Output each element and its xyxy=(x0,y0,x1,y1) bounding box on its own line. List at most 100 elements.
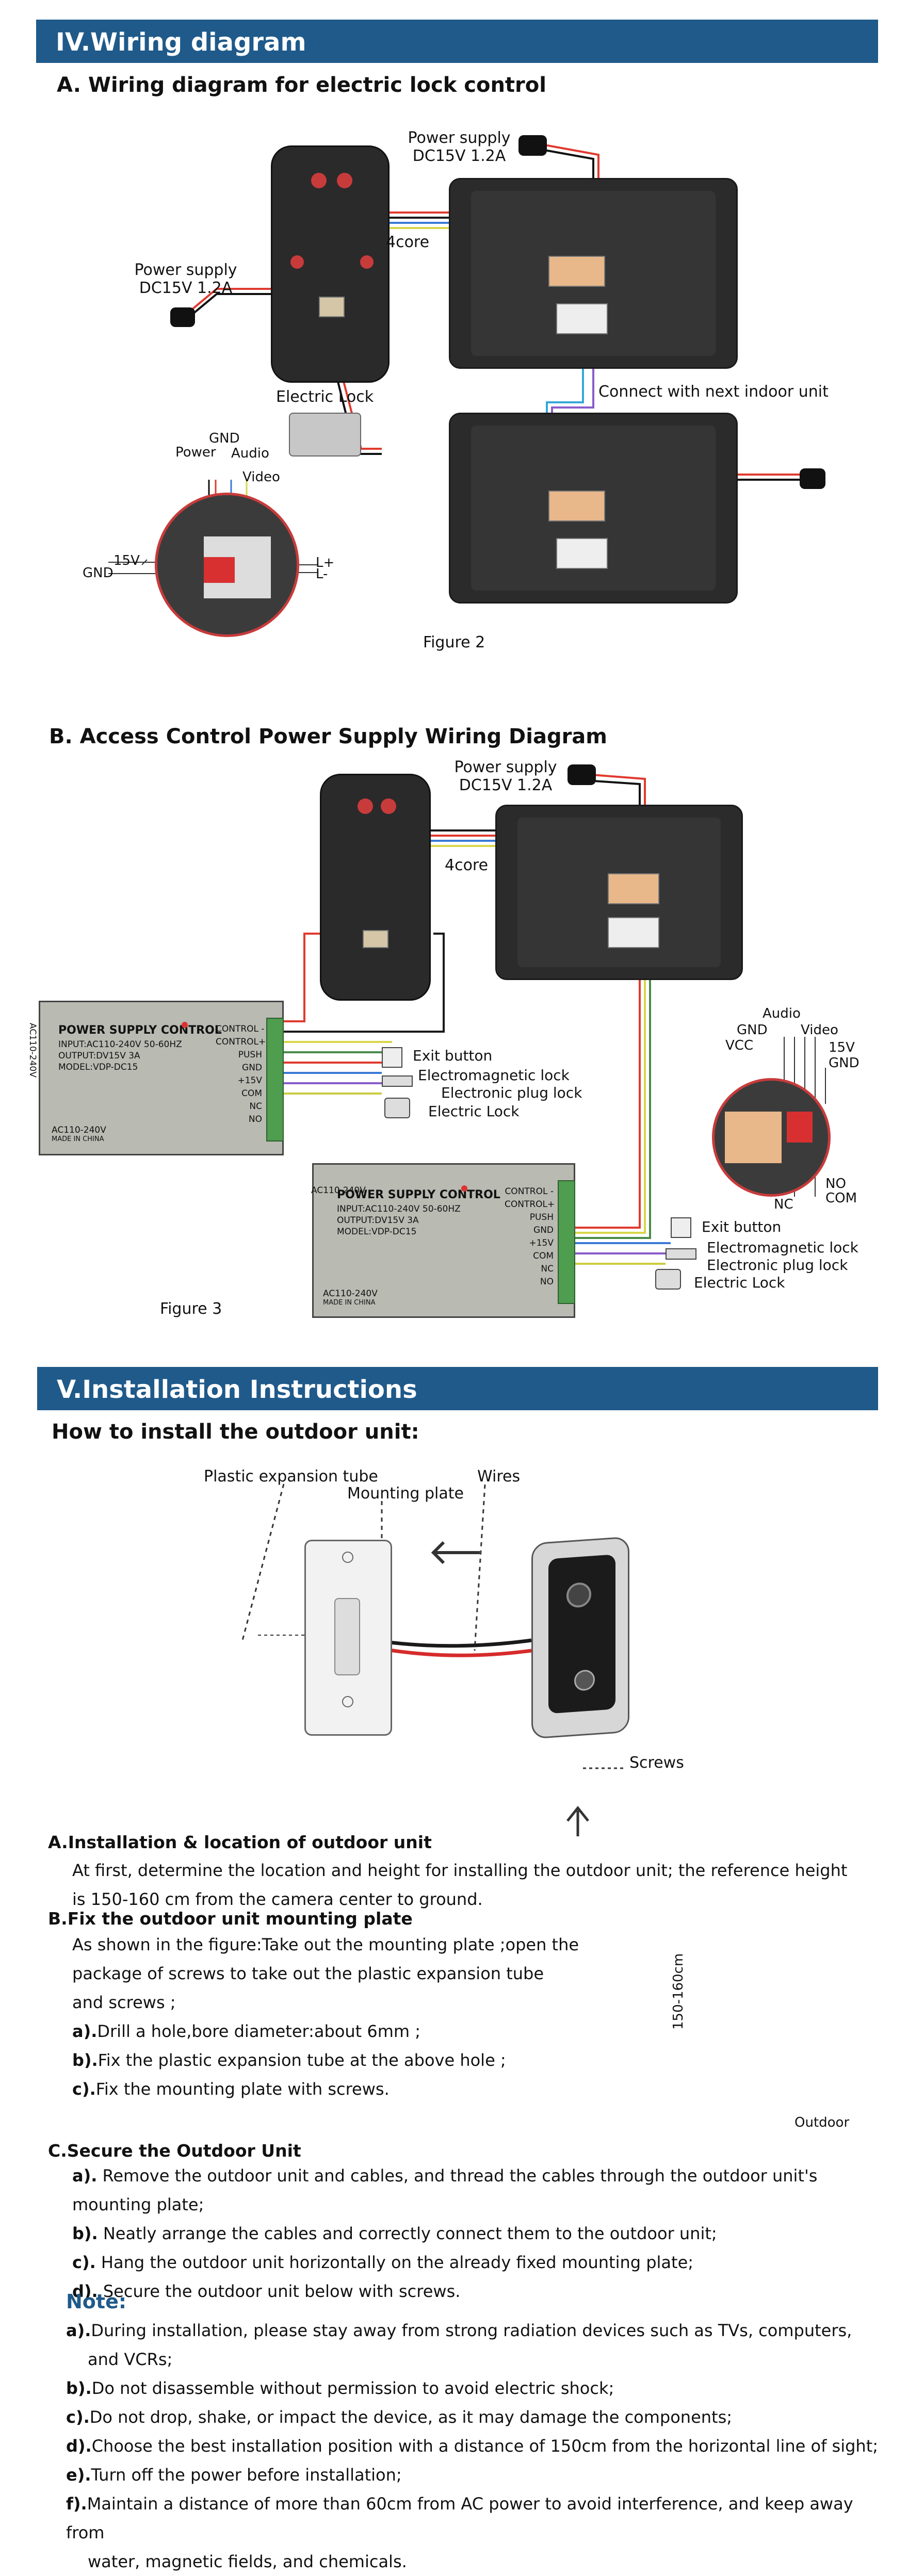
outdoor-unit-image xyxy=(531,1536,629,1739)
item-marker: f). xyxy=(66,2494,87,2514)
power-supply-line1: Power supply xyxy=(454,758,557,776)
item-marker: c). xyxy=(72,2253,96,2272)
item-text-cont: water, magnetic fields, and chemicals. xyxy=(88,2552,407,2571)
figure-2-caption: Figure 2 xyxy=(423,633,485,651)
section-b-item: a).Drill a hole,bore diameter:about 6mm … xyxy=(72,2017,640,2046)
gnd-label-b: GND xyxy=(829,1055,860,1071)
terminal-zoom-circle-b xyxy=(712,1078,831,1197)
exit-button-label: Exit button xyxy=(702,1218,782,1235)
psu-model: MODEL:VDP-DC15 xyxy=(337,1227,417,1237)
item-text: Fix the mounting plate with screws. xyxy=(95,2079,390,2099)
power-adapter xyxy=(518,135,547,156)
indoor-monitor xyxy=(495,805,743,980)
item-text: Do not disassemble without permission to… xyxy=(91,2378,614,2398)
zoom-terminal xyxy=(725,1112,782,1163)
door-terminal xyxy=(363,930,388,948)
psu-term: +15V xyxy=(529,1238,554,1248)
psu-term: CONTROL+ xyxy=(505,1199,555,1210)
door-hole xyxy=(290,255,304,269)
section-c-text: a). Remove the outdoor unit and cables, … xyxy=(72,2161,877,2306)
note-list: a).During installation, please stay away… xyxy=(66,2316,891,2576)
power-supply-line2: DC15V 1.2A xyxy=(412,147,506,165)
power-supply-line2: DC15V 1.2A xyxy=(139,279,233,297)
power-supply-line2: DC15V 1.2A xyxy=(459,776,553,794)
item-marker: b). xyxy=(72,2050,98,2070)
section-c-item: c). Hang the outdoor unit horizontally o… xyxy=(72,2248,877,2277)
psu-side-label: AC110-240V xyxy=(311,1185,366,1196)
plastic-tube-label: Plastic expansion tube xyxy=(204,1468,378,1486)
item-text: Remove the outdoor unit and cables, and … xyxy=(102,2166,818,2186)
psu-terminal-labels: CONTROL - CONTROL+ PUSH GND +15V COM NC … xyxy=(505,1185,555,1289)
v15-label-b: 15V xyxy=(829,1040,855,1055)
electric-lock-label-b: Electric Lock xyxy=(428,1103,520,1120)
section-title: V.Installation Instructions xyxy=(57,1375,417,1404)
psu-terminal-block xyxy=(558,1180,575,1304)
item-marker: a). xyxy=(72,2021,98,2041)
lminus-label: L- xyxy=(316,566,328,582)
com-label: COM xyxy=(825,1191,857,1206)
call-button-icon[interactable] xyxy=(574,1669,595,1691)
em-lock-label: Electromagnetic lock xyxy=(418,1067,570,1084)
em-lock-label: Electromagnetic lock xyxy=(707,1239,858,1256)
section-c-title: C.Secure the Outdoor Unit xyxy=(48,2141,301,2161)
item-text: During installation, please stay away fr… xyxy=(91,2321,852,2340)
ep-lock-label: Electronic plug lock xyxy=(441,1084,582,1101)
door-hole xyxy=(360,255,374,269)
item-marker: e). xyxy=(66,2465,91,2485)
monitor-terminal xyxy=(548,491,605,521)
connect-next-label: Connect with next indoor unit xyxy=(598,383,829,401)
power-supply-line1: Power supply xyxy=(134,261,237,279)
item-marker: a). xyxy=(66,2321,91,2340)
item-marker: d). xyxy=(66,2436,92,2456)
item-text: Drill a hole,bore diameter:about 6mm ; xyxy=(97,2021,421,2041)
electric-lock-label-b: Electric Lock xyxy=(694,1274,785,1291)
psu-input: INPUT:AC110-240V 50-60HZ xyxy=(337,1204,461,1214)
audio-label: Audio xyxy=(763,1006,801,1021)
psu-title: POWER SUPPLY CONTROL xyxy=(58,1024,222,1037)
audio-label: Audio xyxy=(231,446,269,461)
psu-term: COM xyxy=(533,1251,554,1261)
psu-ac: AC110-240V xyxy=(52,1125,106,1135)
monitor-label-plate xyxy=(608,917,659,948)
psu-term: +15V xyxy=(237,1075,262,1086)
zoom-terminal-red xyxy=(204,557,235,583)
monitor-terminal xyxy=(608,873,659,904)
psu-terminal-block xyxy=(266,1018,284,1142)
door-station xyxy=(320,774,431,1001)
psu-term: PUSH xyxy=(529,1212,554,1222)
video-label: Video xyxy=(242,469,280,485)
psu-term: GND xyxy=(533,1225,554,1235)
door-hole xyxy=(358,798,373,814)
vcc-label: VCC xyxy=(725,1038,754,1053)
height-label: 150-160cm xyxy=(671,1953,686,2030)
v15-label: 15V xyxy=(113,553,140,568)
monitor-label-plate xyxy=(556,538,608,569)
door-station xyxy=(271,145,390,383)
item-text: Maintain a distance of more than 60cm fr… xyxy=(66,2494,853,2542)
psu-term: CONTROL - xyxy=(216,1024,265,1034)
power-adapter xyxy=(568,764,596,785)
mounting-plate-image xyxy=(304,1540,392,1736)
note-item: c).Do not drop, shake, or impact the dev… xyxy=(66,2403,891,2432)
camera-lens-icon xyxy=(566,1582,591,1608)
psu-title: POWER SUPPLY CONTROL xyxy=(337,1188,500,1201)
power-supply-control-box-2: AC110-240V POWER SUPPLY CONTROL INPUT:AC… xyxy=(311,1163,575,1318)
em-lock-icon xyxy=(666,1248,696,1260)
note-title: Note: xyxy=(66,2290,127,2313)
indoor-monitor-2 xyxy=(449,413,738,604)
note-item: b).Do not disassemble without permission… xyxy=(66,2374,891,2403)
section-c-item: a). Remove the outdoor unit and cables, … xyxy=(72,2161,877,2190)
item-text: Hang the outdoor unit horizontally on th… xyxy=(101,2253,694,2272)
zoom-terminal-red xyxy=(787,1112,813,1143)
section-b-line: As shown in the figure:Take out the moun… xyxy=(72,1935,579,1954)
psu-term: COM xyxy=(241,1088,262,1099)
item-text-cont: and VCRs; xyxy=(88,2350,173,2369)
psu-terminal-labels: CONTROL - CONTROL+ PUSH GND +15V COM NC … xyxy=(216,1023,266,1126)
item-marker: c). xyxy=(66,2407,90,2427)
psu-made: MADE IN CHINA xyxy=(323,1299,376,1307)
item-marker: d). xyxy=(72,2281,98,2301)
exit-button-icon xyxy=(382,1047,402,1068)
